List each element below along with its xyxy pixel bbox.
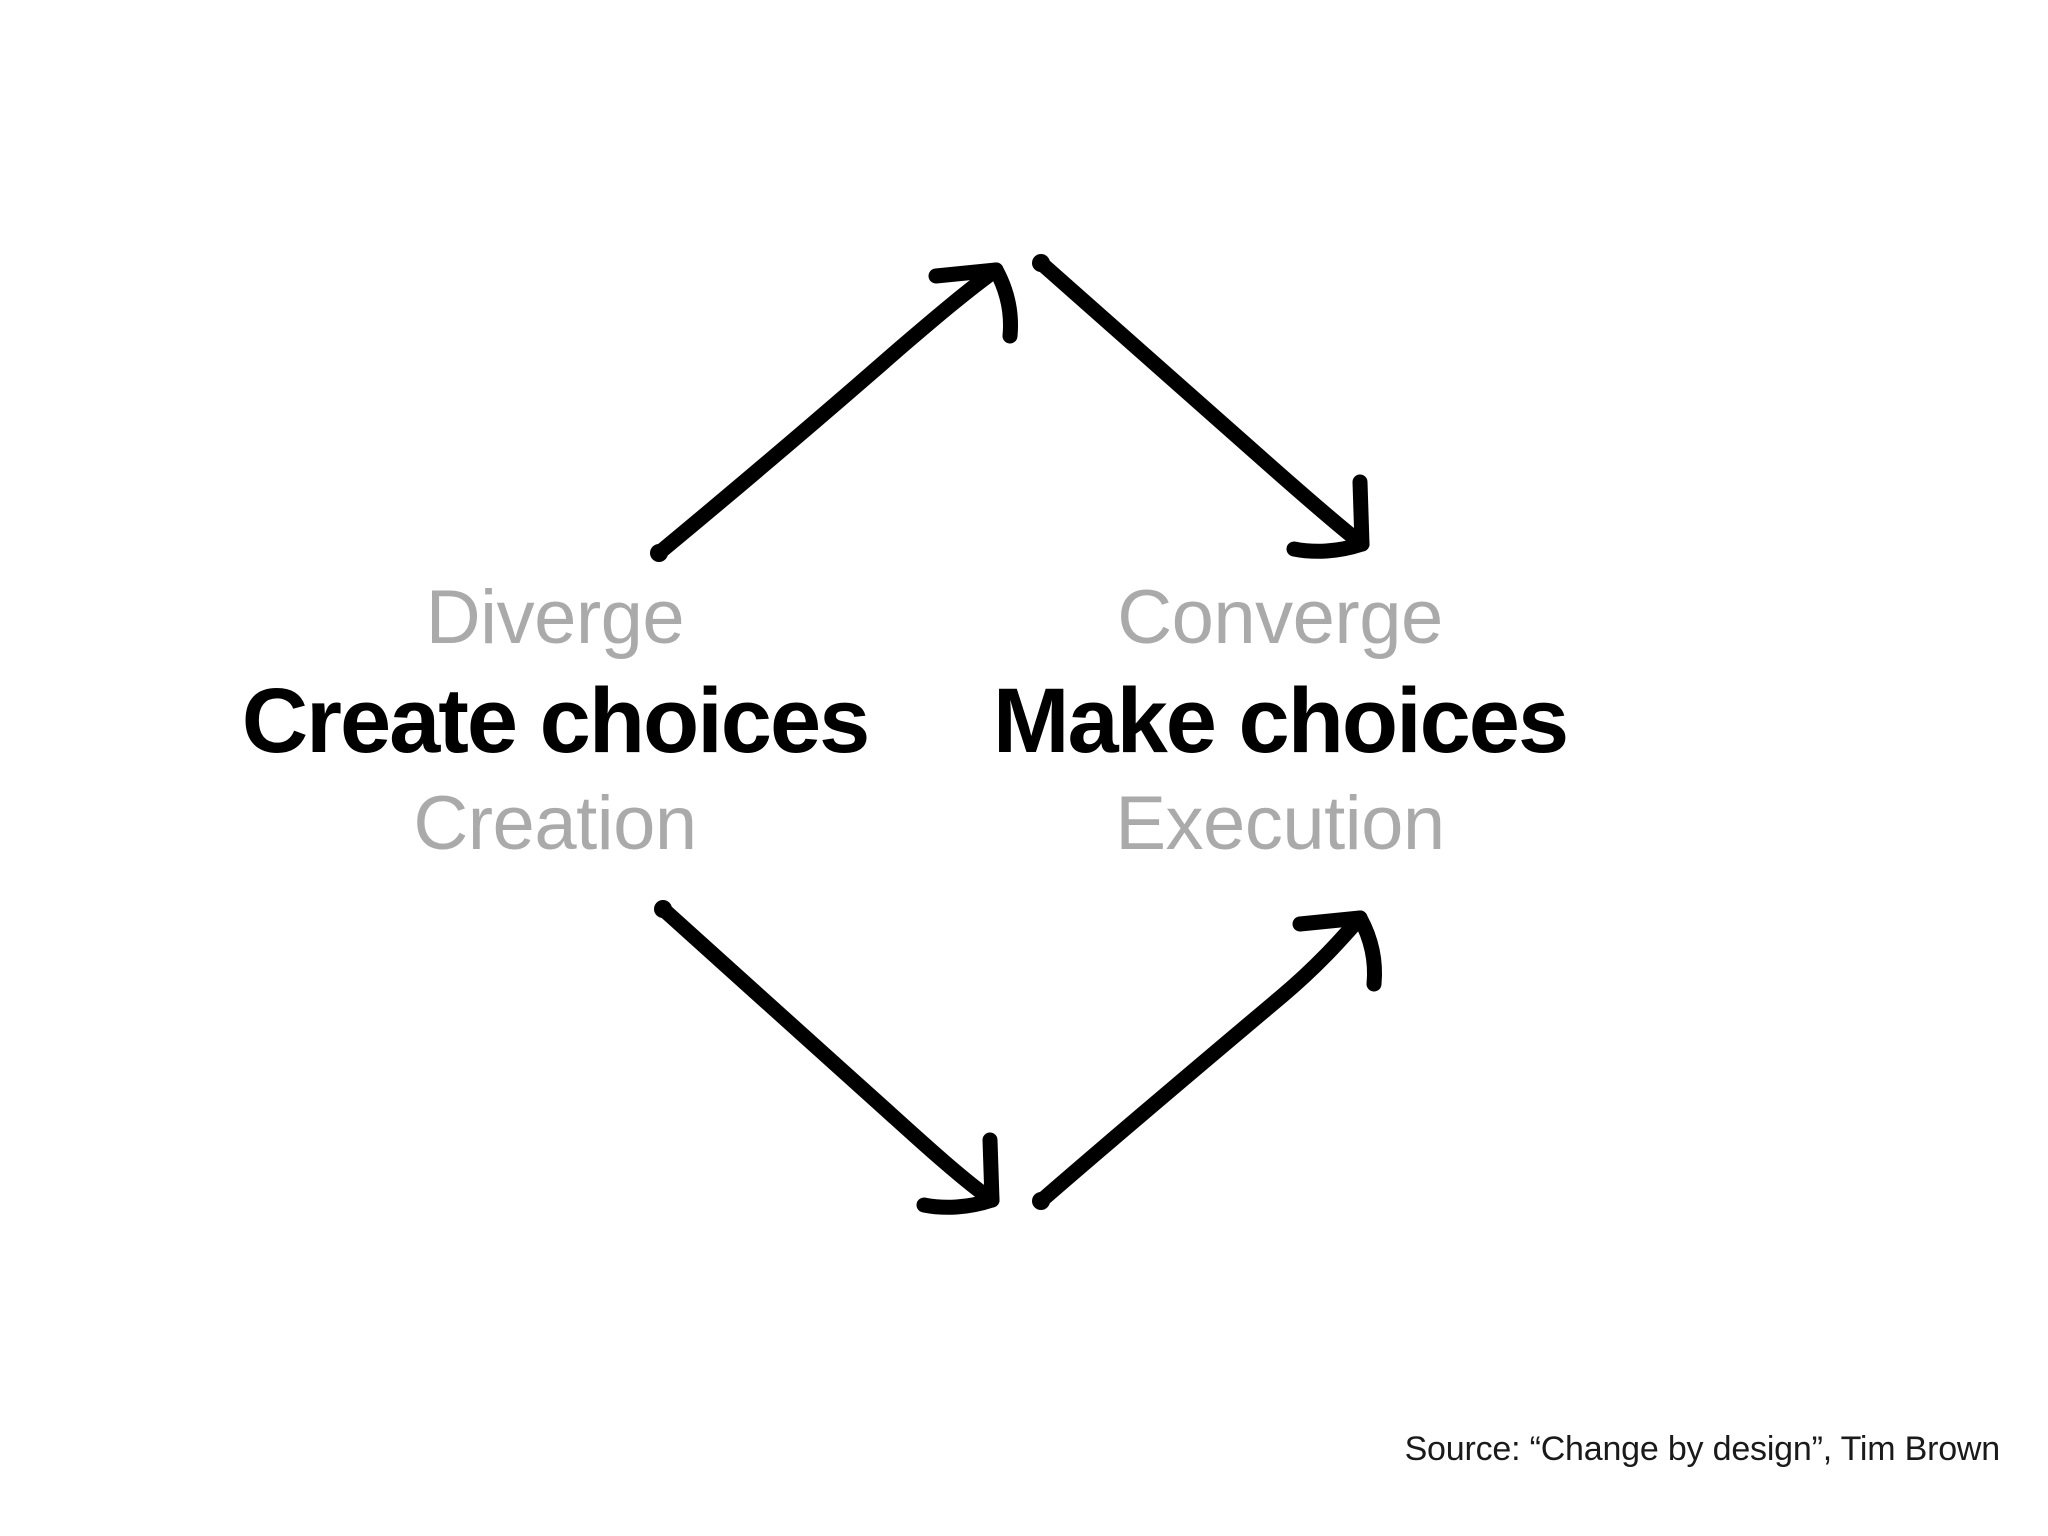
- left-stage-block: Diverge Create choices Creation: [0, 570, 1110, 872]
- right-stage-block: Converge Make choices Execution: [720, 570, 1840, 872]
- right-stage-mode: Converge: [1117, 575, 1443, 660]
- arrow-converge-down-icon: [1032, 254, 1370, 559]
- right-stage-phase: Execution: [1115, 781, 1445, 866]
- arrow-diverge-up-icon: [650, 262, 1018, 562]
- arrow-execution-up-icon: [1032, 910, 1382, 1210]
- left-stage-title: Create choices: [241, 670, 871, 772]
- right-stage-title: Make choices: [992, 670, 1569, 772]
- left-stage-mode: Diverge: [425, 575, 685, 660]
- left-stage-phase: Creation: [413, 781, 697, 866]
- source-attribution: Source: “Change by design”, Tim Brown: [1404, 1430, 2001, 1468]
- arrow-creation-down-icon: [654, 900, 1000, 1215]
